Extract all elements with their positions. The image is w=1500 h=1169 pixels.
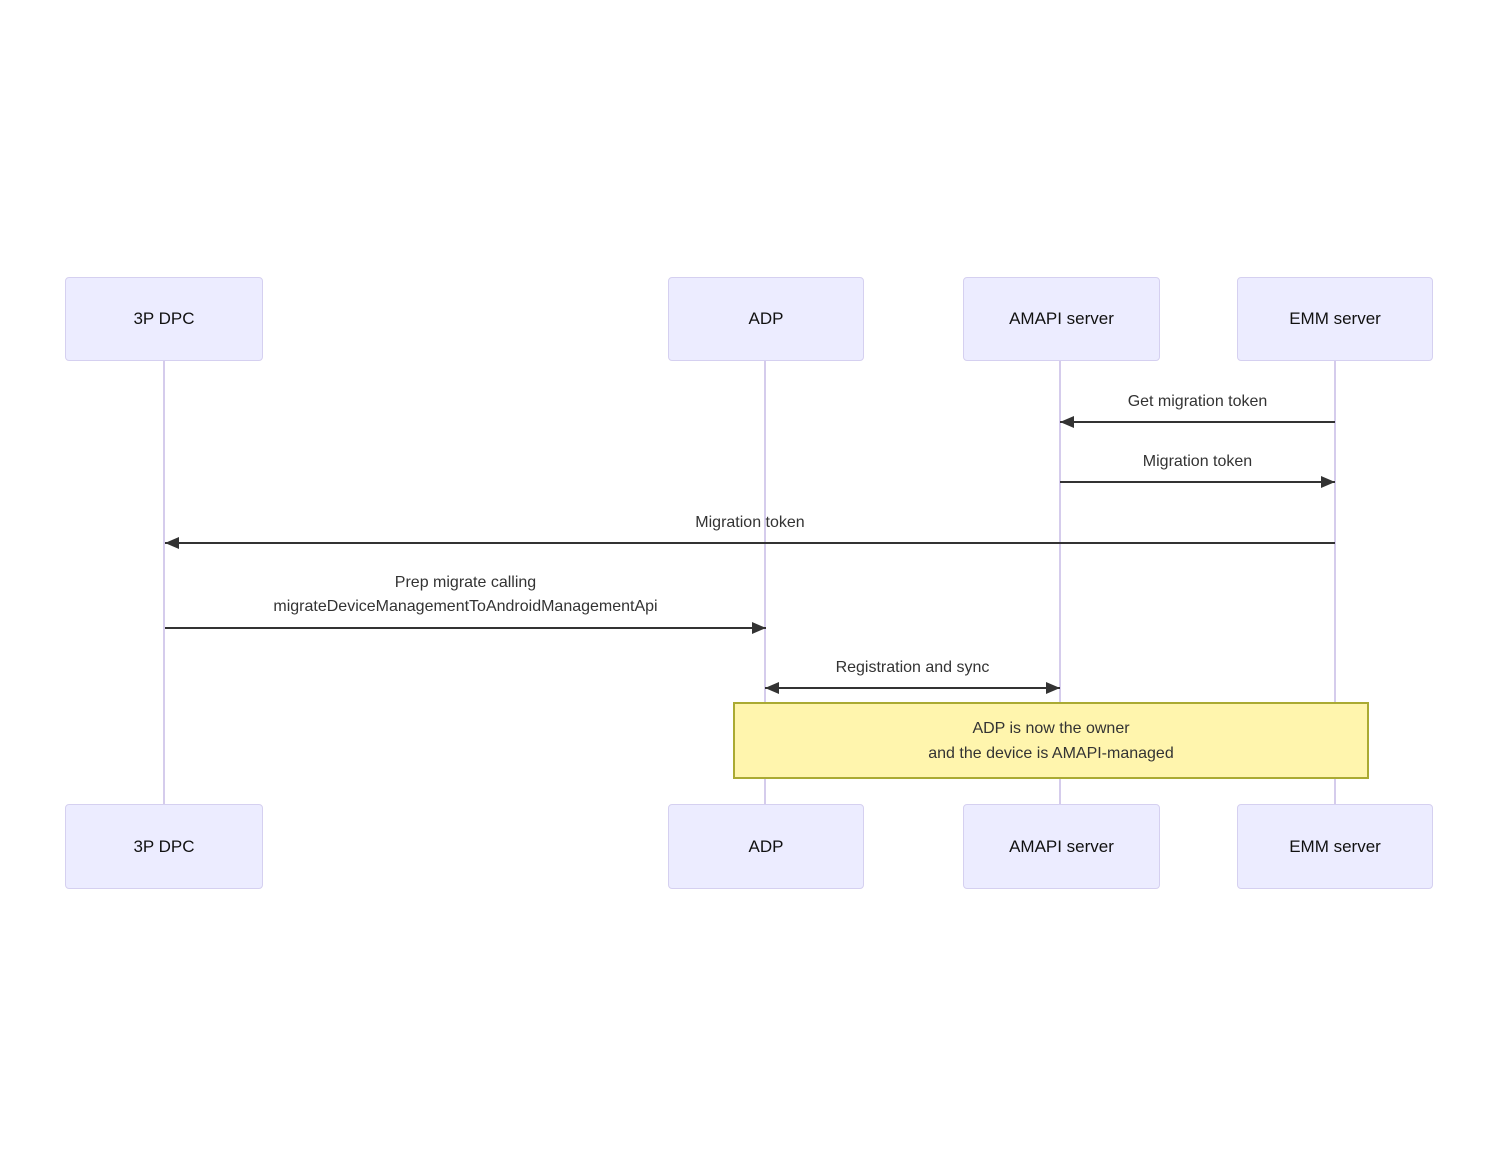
message-line: [765, 687, 1060, 689]
actor-label: AMAPI server: [1009, 836, 1114, 856]
lifeline-3p-dpc: [163, 361, 165, 805]
actor-label: AMAPI server: [1009, 309, 1114, 328]
arrowhead-left-icon: [1060, 416, 1074, 428]
actor-3p-dpc-top: 3P DPC: [65, 277, 263, 361]
arrowhead-right-icon: [1046, 682, 1060, 694]
message-line: [1060, 481, 1335, 483]
actor-label: ADP: [748, 836, 784, 856]
actor-adp-bottom: ADP: [668, 804, 864, 889]
message-label: Registration and sync: [835, 659, 990, 676]
message-line: [1060, 421, 1335, 423]
message-label: Migration token: [695, 514, 805, 531]
note-adp-owner: ADP is now the owner and the device is A…: [733, 702, 1369, 779]
message-label: Migration token: [1142, 453, 1253, 470]
message-line: [165, 542, 1335, 544]
note-line2: and the device is AMAPI-managed: [928, 744, 1174, 762]
actor-label: EMM server: [1289, 836, 1381, 856]
actor-3p-dpc-bottom: 3P DPC: [65, 804, 263, 889]
actor-amapi-server-top: AMAPI server: [963, 277, 1160, 361]
message-label-line2: migrateDeviceManagementToAndroidManageme…: [273, 598, 658, 615]
message-label: Get migration token: [1127, 393, 1268, 410]
actor-amapi-server-bottom: AMAPI server: [963, 804, 1160, 889]
actor-label: 3P DPC: [133, 836, 195, 856]
arrowhead-left-icon: [165, 537, 179, 549]
arrowhead-right-icon: [752, 622, 766, 634]
actor-label: EMM server: [1289, 309, 1381, 328]
actor-label: 3P DPC: [133, 309, 195, 328]
lifeline-amapi-server: [1059, 361, 1061, 805]
actor-label: ADP: [748, 309, 784, 328]
lifeline-emm-server: [1334, 361, 1336, 805]
arrowhead-right-icon: [1321, 476, 1335, 488]
actor-adp-top: ADP: [668, 277, 864, 361]
message-label: Prep migrate calling: [394, 574, 537, 591]
arrowhead-left-icon: [765, 682, 779, 694]
lifeline-adp: [764, 361, 766, 805]
message-line: [165, 627, 766, 629]
note-line1: ADP is now the owner: [972, 719, 1130, 737]
actor-emm-server-top: EMM server: [1237, 277, 1433, 361]
actor-emm-server-bottom: EMM server: [1237, 804, 1433, 889]
